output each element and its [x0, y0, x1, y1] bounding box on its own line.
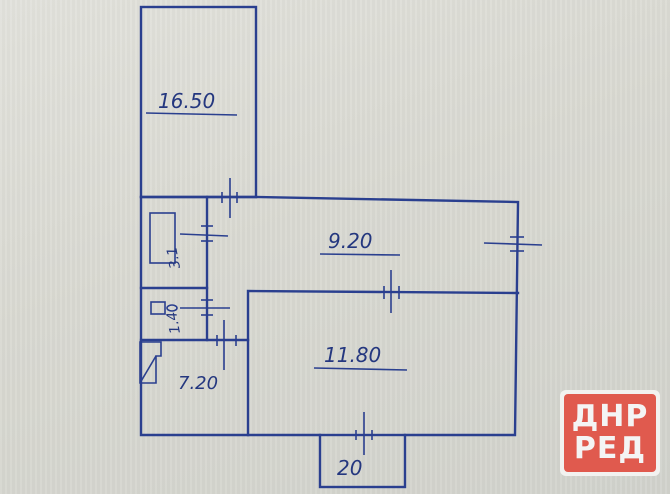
door-marks: [179, 178, 543, 455]
fixtures: [139, 212, 178, 384]
room-bottom-left-area: 7.20: [178, 373, 218, 394]
logo-line-2: РЕД: [573, 431, 647, 466]
bathroom-area: 3.1: [164, 245, 184, 270]
dnr-red-logo: ДНР РЕД: [560, 390, 660, 476]
balcony: 20: [318, 433, 407, 489]
logo-line-1: ДНР: [571, 399, 649, 434]
inner-walls: [139, 195, 520, 437]
logo-badge: ДНР РЕД: [564, 394, 656, 472]
room-top-area: 16.50: [158, 89, 215, 113]
bathtub-icon: [149, 212, 176, 264]
room-top: 16.50: [139, 5, 258, 199]
toilet-area: 1.4: [164, 310, 184, 335]
toilet-icon: [150, 301, 166, 315]
balcony-area: 20: [337, 456, 362, 480]
room-middle-area: 9.20: [328, 229, 373, 253]
room-large-area: 11.80: [324, 343, 381, 367]
